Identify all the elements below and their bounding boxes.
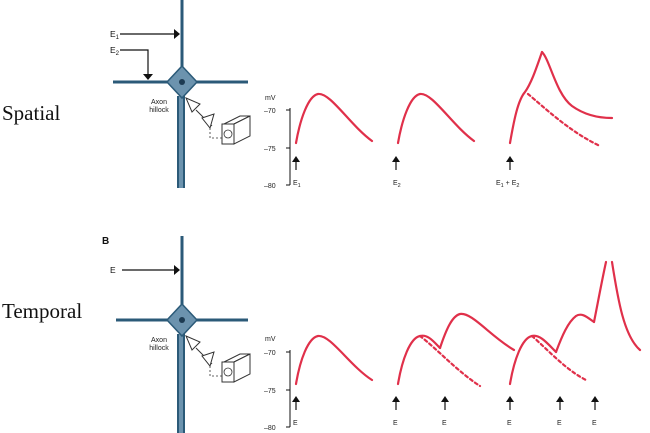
electrode-wire bbox=[209, 366, 224, 377]
stimulus-arrow-2: E bbox=[392, 396, 400, 427]
epsp-train-decay-dotted bbox=[530, 334, 588, 382]
y-tick-75: –75 bbox=[264, 146, 276, 153]
panel-b-traces bbox=[294, 260, 642, 388]
panel-a-axis: mV –70 –75 –80 bbox=[264, 95, 291, 190]
panel-b-recording-electrode bbox=[185, 335, 251, 383]
epsp-train-first bbox=[508, 334, 558, 386]
amplifier-icon bbox=[221, 115, 251, 145]
svg-text:E1 + E2: E1 + E2 bbox=[496, 180, 519, 189]
y-tick-80: –80 bbox=[264, 183, 276, 190]
input-e-terminal bbox=[174, 265, 180, 275]
electrode-tip-icon bbox=[185, 97, 201, 113]
panel-a: A Spatial E1 E2 Axon hillock bbox=[2, 0, 614, 190]
panel-a-recording-electrode bbox=[185, 97, 251, 145]
stimulus-arrow-4: E bbox=[506, 396, 514, 427]
action-potential-fall bbox=[540, 50, 614, 120]
input-e2-line bbox=[120, 49, 149, 74]
panel-a-stimuli: E1 E2 E1 + E2 bbox=[292, 156, 519, 189]
axon-hillock-label-line2: hillock bbox=[149, 345, 169, 352]
svg-text:E: E bbox=[393, 420, 398, 427]
stimulus-arrow-1: E1 bbox=[292, 156, 301, 189]
panel-b-input: E bbox=[110, 265, 180, 275]
panel-b-axis: mV –70 –75 –80 bbox=[264, 336, 291, 432]
epsp-e1 bbox=[294, 92, 374, 145]
nucleus bbox=[179, 317, 185, 323]
input-e2-terminal bbox=[143, 74, 153, 80]
epsp-summed bbox=[438, 312, 516, 352]
epsp-summed-rise bbox=[508, 50, 544, 145]
svg-text:E: E bbox=[592, 420, 597, 427]
svg-text:E2: E2 bbox=[393, 180, 401, 189]
input-e1-terminal bbox=[174, 29, 180, 39]
panel-b: B Temporal E Axon hillock bbox=[2, 236, 642, 433]
epsp-e2 bbox=[396, 92, 476, 145]
panel-a-title: Spatial bbox=[2, 101, 60, 125]
y-unit: mV bbox=[265, 95, 276, 102]
svg-text:E1: E1 bbox=[293, 180, 301, 189]
panel-b-letter: B bbox=[102, 236, 109, 247]
panel-b-stimuli: E E E E E bbox=[292, 396, 599, 427]
action-potential-fall bbox=[610, 260, 642, 352]
nucleus bbox=[179, 79, 185, 85]
y-tick-70: –70 bbox=[264, 350, 276, 357]
panel-a-inputs: E1 E2 bbox=[110, 29, 180, 80]
svg-text:E: E bbox=[442, 420, 447, 427]
panel-a-traces bbox=[294, 50, 614, 148]
stimulus-arrow-3: E1 + E2 bbox=[496, 156, 519, 189]
axon-hillock-label-line1: Axon bbox=[151, 99, 167, 106]
svg-text:E: E bbox=[293, 420, 298, 427]
electrode-wire bbox=[209, 128, 224, 139]
amplifier-icon bbox=[221, 353, 251, 383]
stimulus-arrow-1: E bbox=[292, 396, 300, 427]
epsp-first bbox=[396, 334, 442, 386]
panel-a-letter: A bbox=[104, 0, 111, 1]
y-tick-75: –75 bbox=[264, 388, 276, 395]
electrode-tip-icon bbox=[185, 335, 201, 351]
stimulus-arrow-3: E bbox=[441, 396, 449, 427]
epsp-first-decay-dotted bbox=[418, 334, 482, 388]
axon-hillock-label-line1: Axon bbox=[151, 337, 167, 344]
electrode-holder-icon bbox=[201, 113, 215, 130]
input-label-e2: E2 bbox=[110, 45, 120, 57]
epsp-summed-decay-dotted bbox=[526, 92, 602, 148]
input-label-e: E bbox=[110, 265, 116, 275]
panel-b-neuron bbox=[116, 236, 248, 433]
panel-a-neuron bbox=[113, 0, 248, 188]
y-tick-70: –70 bbox=[264, 108, 276, 115]
single-epsp bbox=[294, 334, 374, 386]
input-label-e1: E1 bbox=[110, 29, 120, 41]
axon-hillock-label-line2: hillock bbox=[149, 107, 169, 114]
stimulus-arrow-2: E2 bbox=[392, 156, 401, 189]
y-tick-80: –80 bbox=[264, 425, 276, 432]
action-potential-rise bbox=[592, 260, 608, 324]
electrode-holder-icon bbox=[201, 351, 215, 368]
stimulus-arrow-5: E bbox=[556, 396, 564, 427]
y-unit: mV bbox=[265, 336, 276, 343]
stimulus-arrow-6: E bbox=[591, 396, 599, 427]
svg-text:E: E bbox=[557, 420, 562, 427]
svg-text:E: E bbox=[507, 420, 512, 427]
epsp-train-second bbox=[554, 313, 596, 354]
panel-b-title: Temporal bbox=[2, 299, 82, 323]
